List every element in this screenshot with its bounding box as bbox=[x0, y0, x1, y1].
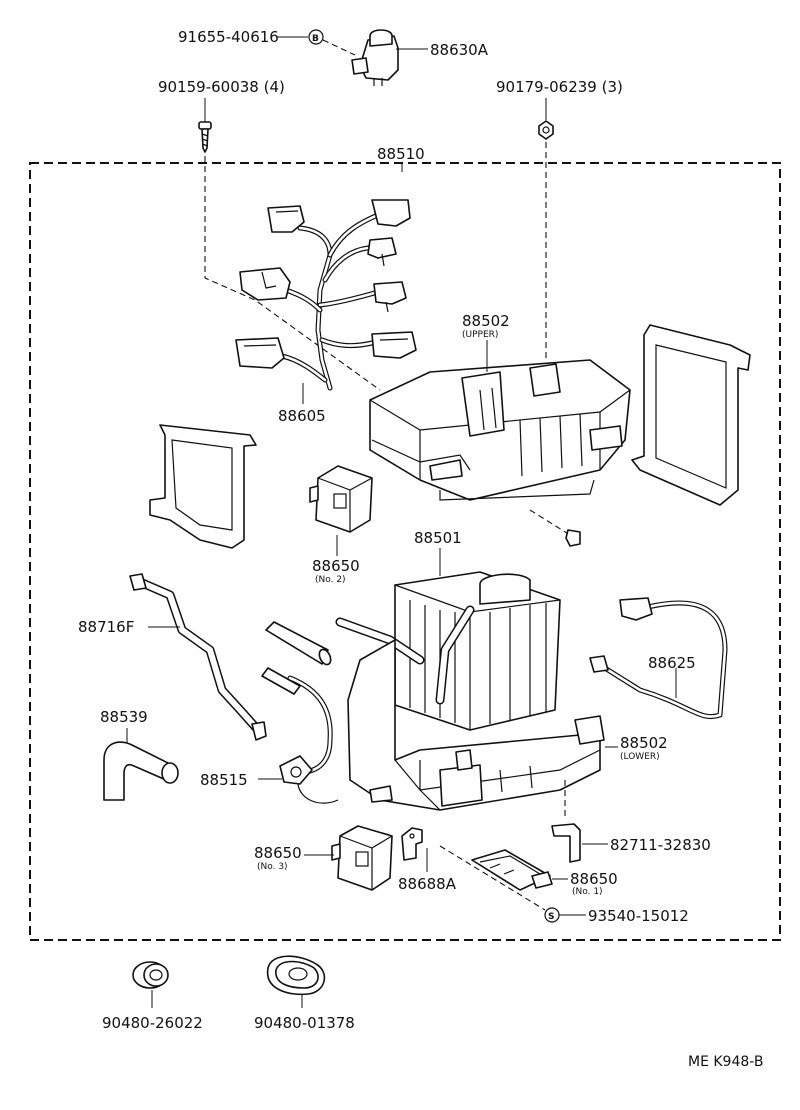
drain-hose-icon bbox=[103, 741, 179, 801]
label-90179-06239: 90179-06239 (3) bbox=[496, 78, 623, 96]
insulator-tube-icon bbox=[261, 621, 332, 695]
upper-case-icon bbox=[369, 359, 631, 501]
label-88650-no3-sub: (No. 3) bbox=[257, 862, 288, 872]
grommet-small-icon bbox=[132, 961, 169, 989]
blower-switch-icon bbox=[351, 29, 399, 86]
label-90480-26022: 90480-26022 bbox=[102, 1014, 203, 1032]
harness-88625-icon bbox=[589, 597, 728, 720]
label-88650-no1-sub: (No. 1) bbox=[572, 887, 603, 897]
wire-harness-icon bbox=[235, 199, 417, 391]
label-88630a: 88630A bbox=[430, 41, 489, 59]
resistor-no1-icon bbox=[471, 849, 553, 891]
label-88502-lower: 88502 bbox=[620, 734, 668, 752]
screw-icon bbox=[198, 121, 212, 153]
label-88650-no2: 88650 bbox=[312, 557, 360, 575]
thermistor-icon bbox=[279, 675, 339, 804]
nut-icon bbox=[538, 120, 554, 140]
label-93540-15012: 93540-15012 bbox=[588, 907, 689, 925]
label-88539: 88539 bbox=[100, 708, 148, 726]
label-88502-upper-sub: (UPPER) bbox=[462, 330, 498, 340]
left-duct-icon bbox=[149, 424, 257, 549]
label-91655-40616: 91655-40616 bbox=[178, 28, 279, 46]
hose-88716f-icon bbox=[129, 573, 267, 741]
label-88502-lower-sub: (LOWER) bbox=[620, 752, 660, 762]
clip-icon bbox=[565, 529, 581, 547]
marker-s-text: S bbox=[548, 912, 554, 922]
label-90159-60038: 90159-60038 (4) bbox=[158, 78, 285, 96]
lower-case-icon bbox=[347, 639, 605, 811]
evaporator-icon bbox=[335, 571, 561, 731]
label-88650-no1: 88650 bbox=[570, 870, 618, 888]
label-88501: 88501 bbox=[414, 529, 462, 547]
amplifier-no3-icon bbox=[331, 825, 393, 891]
bracket-88688a-icon bbox=[401, 827, 423, 861]
label-88515: 88515 bbox=[200, 771, 248, 789]
bracket-82711-icon bbox=[551, 823, 581, 863]
label-88510: 88510 bbox=[377, 145, 425, 163]
amplifier-no2-icon bbox=[309, 465, 373, 533]
label-90480-01378: 90480-01378 bbox=[254, 1014, 355, 1032]
label-88716f: 88716F bbox=[78, 618, 134, 636]
reference-code: ME K948-B bbox=[688, 1054, 763, 1070]
label-88605: 88605 bbox=[278, 407, 326, 425]
assembly-frame bbox=[29, 162, 781, 941]
grommet-large-icon bbox=[266, 955, 326, 996]
label-88502-upper: 88502 bbox=[462, 312, 510, 330]
label-88688a: 88688A bbox=[398, 875, 457, 893]
label-82711-32830: 82711-32830 bbox=[610, 836, 711, 854]
label-88625: 88625 bbox=[648, 654, 696, 672]
label-88650-no2-sub: (No. 2) bbox=[315, 575, 346, 585]
marker-b-text: B bbox=[312, 34, 319, 44]
label-88650-no3: 88650 bbox=[254, 844, 302, 862]
marker-b bbox=[308, 29, 324, 45]
right-duct-icon bbox=[631, 324, 751, 506]
